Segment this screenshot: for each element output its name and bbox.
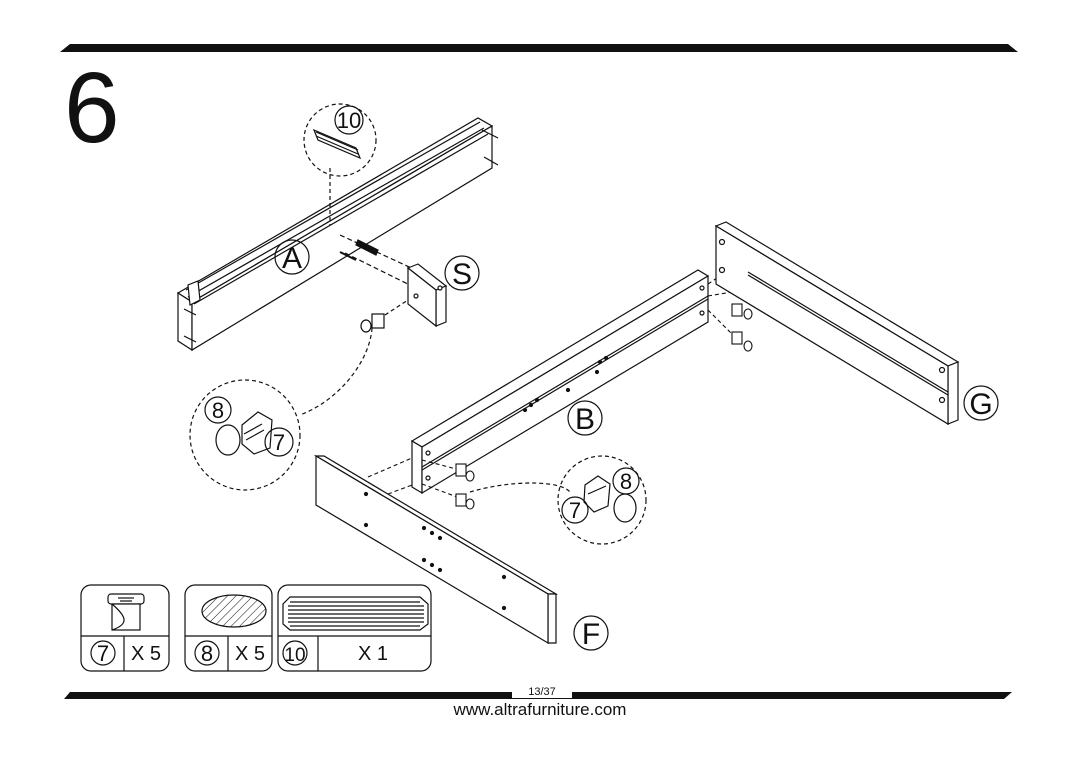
legend-ref-8: 8 — [201, 641, 213, 666]
footer-url[interactable]: www.altrafurniture.com — [453, 700, 627, 719]
panel-b — [410, 269, 710, 495]
header-rule — [60, 44, 1018, 52]
legend-box-cam — [80, 584, 170, 672]
panel-f — [313, 454, 559, 645]
part-label-b: B — [575, 403, 595, 436]
callout-right-7: 7 — [569, 498, 581, 523]
part-label-g: G — [969, 388, 992, 421]
legend-qty-8: X 5 — [235, 643, 265, 665]
callout-right-8: 8 — [620, 469, 632, 494]
legend-qty-7: X 5 — [131, 643, 161, 665]
dowel-detail — [303, 103, 377, 177]
part-s — [384, 255, 480, 328]
callout-dowel: 10 — [337, 108, 361, 133]
legend-qty-10: X 1 — [358, 643, 388, 665]
part-label-a: A — [282, 242, 302, 275]
part-a-ring — [274, 239, 310, 275]
cams-b-f — [367, 457, 475, 510]
cam-lock-icon — [107, 593, 145, 631]
step-number: 6 — [64, 52, 120, 164]
wood-dowel-icon — [282, 596, 429, 631]
part-label-f: F — [582, 618, 600, 651]
panel-g — [714, 221, 960, 426]
part-f-ring — [573, 615, 609, 651]
panel-a — [176, 117, 499, 352]
legend-ref-7: 7 — [97, 641, 109, 666]
cam-left-detail — [189, 313, 385, 491]
part-b-ring — [567, 400, 603, 436]
legend-box-cap — [184, 584, 273, 672]
cam-right-detail — [469, 455, 647, 545]
page-counter: 13/37 — [512, 686, 572, 698]
callout-left-8: 8 — [212, 398, 224, 423]
part-g-ring — [963, 385, 999, 421]
cap-cover-icon — [201, 594, 267, 628]
part-label-s: S — [452, 258, 472, 291]
callout-left-7: 7 — [273, 430, 285, 455]
legend-ref-10: 10 — [284, 645, 305, 666]
legend-box-dowel — [277, 584, 432, 672]
